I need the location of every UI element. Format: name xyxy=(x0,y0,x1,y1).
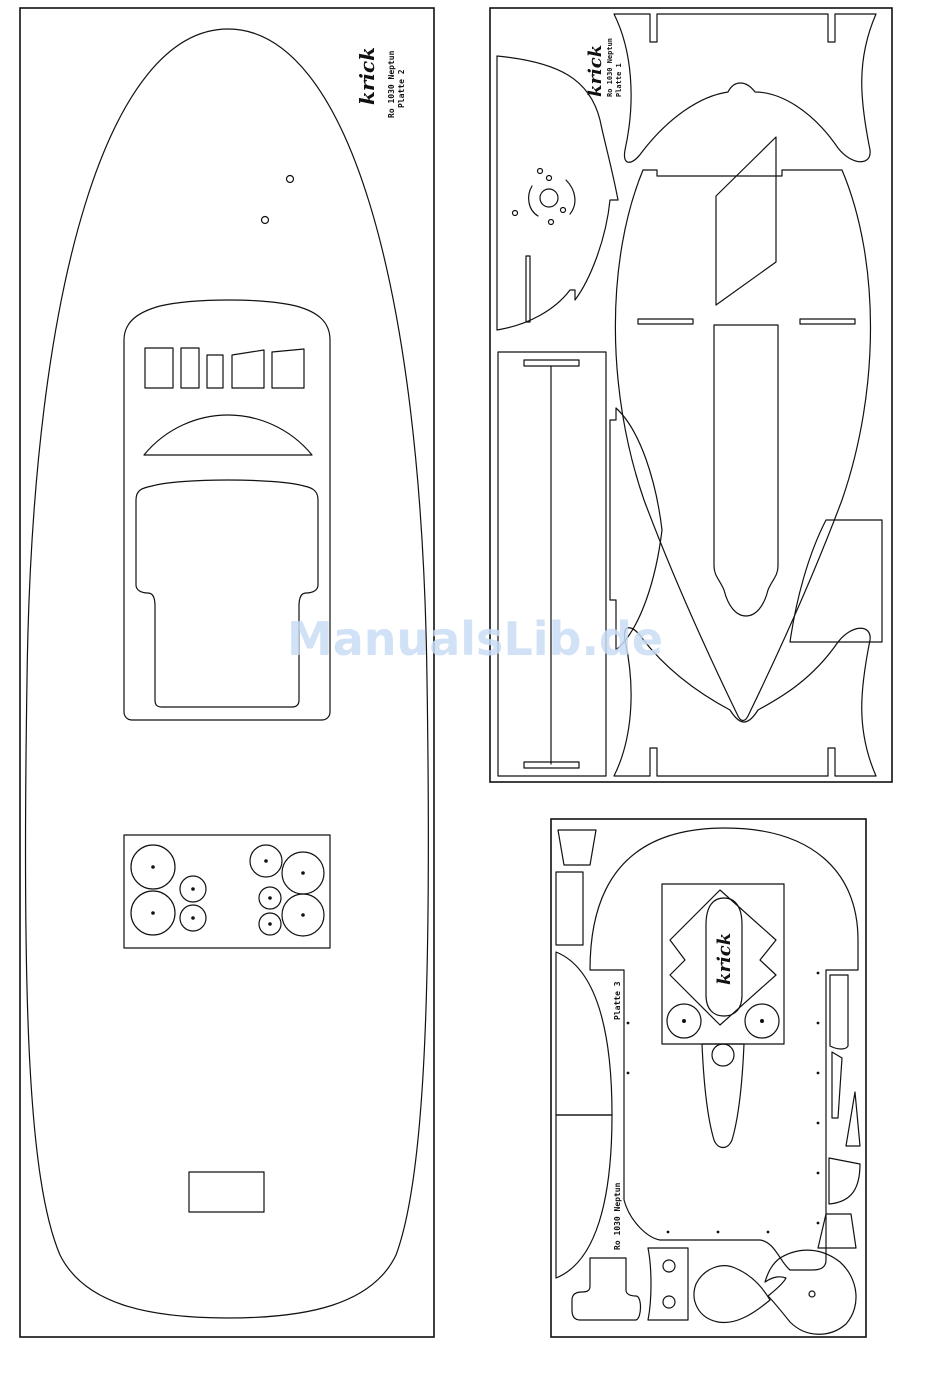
bearing-plate xyxy=(648,1248,688,1320)
watermark: ManualsLib.de xyxy=(287,612,663,666)
hole xyxy=(663,1296,675,1308)
plate-2-model: Ro 1030 Neptun xyxy=(387,50,396,118)
rect-piece xyxy=(556,872,583,945)
wheel-discs xyxy=(131,845,324,936)
curved-piece xyxy=(829,1158,860,1204)
plate-2-frame xyxy=(20,8,434,1337)
half-lens-bottom xyxy=(556,1115,612,1278)
hole xyxy=(712,1044,734,1066)
rudder-blade-left xyxy=(694,1266,770,1323)
trapezoid-piece xyxy=(558,830,596,865)
plate-3: Platte 3 Ro 1030 Neptun krick xyxy=(551,819,866,1337)
long-plank xyxy=(498,352,606,776)
former-top xyxy=(614,14,876,162)
plate-3-model: Ro 1030 Neptun xyxy=(613,1182,622,1250)
half-lens-top xyxy=(556,952,612,1115)
window-cutout xyxy=(232,350,264,388)
slot xyxy=(800,319,855,324)
slot xyxy=(638,319,693,324)
window-cutout xyxy=(207,355,223,388)
trapezoid-piece-small xyxy=(818,1214,856,1248)
plate-2-label: Platte 2 xyxy=(397,69,406,108)
bracket-piece xyxy=(572,1258,641,1320)
keel-slot xyxy=(714,325,778,616)
plate-2: krick Ro 1030 Neptun Platte 2 xyxy=(20,8,434,1337)
plate-2-brand: krick xyxy=(355,47,379,105)
spike-piece xyxy=(846,1092,860,1146)
small-rect-cutout xyxy=(189,1172,264,1212)
tail-cutout xyxy=(702,1044,744,1148)
small-wedge xyxy=(832,1052,842,1118)
plate-1-label: Platte 1 xyxy=(615,63,623,97)
hole xyxy=(663,1260,675,1272)
hole xyxy=(287,176,294,183)
rivet-dots xyxy=(627,972,820,1234)
plate-3-frame xyxy=(551,819,866,1337)
gear-cutouts xyxy=(513,169,575,225)
window-cutout xyxy=(272,349,304,388)
hole xyxy=(809,1291,815,1297)
transom-piece xyxy=(790,520,882,642)
deck-outline xyxy=(25,29,428,1318)
plate-1-model: Ro 1030 Neptun xyxy=(606,38,614,97)
window-cutout xyxy=(181,348,199,388)
plate-3-brand: krick xyxy=(714,933,735,985)
arc-cutout xyxy=(144,415,312,455)
rudder-blade-right xyxy=(765,1250,856,1334)
hole xyxy=(262,217,269,224)
window-cutout xyxy=(145,348,173,388)
slot xyxy=(526,256,530,322)
hatch-cutout xyxy=(136,480,318,707)
hatch-parallelogram xyxy=(716,137,776,305)
side-strip xyxy=(830,975,848,1049)
plate-1-brand: krick xyxy=(585,45,606,97)
plate-3-label: Platte 3 xyxy=(613,981,622,1020)
plank-tab xyxy=(524,360,579,366)
